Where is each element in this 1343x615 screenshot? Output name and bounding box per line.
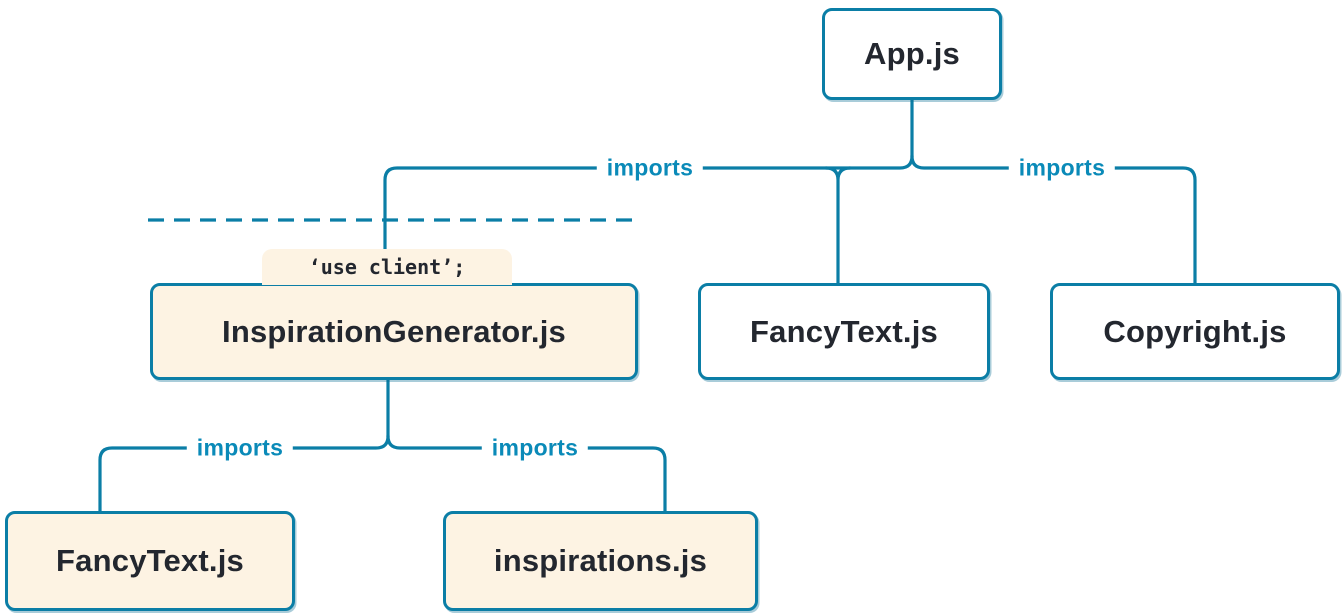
edge-app-to-fancytext (824, 166, 852, 285)
use-client-directive-text: ‘use client’; (308, 255, 466, 279)
edge-inspirationgenerator-to-inspirations (386, 434, 667, 514)
node-inspirations-js: inspirations.js (443, 511, 758, 611)
edge-app-to-copyright (910, 154, 1197, 285)
node-copyright-js: Copyright.js (1050, 283, 1340, 380)
node-inspirationgenerator-js-label: InspirationGenerator.js (222, 313, 566, 349)
imports-label-inspirationgenerator-inspirations: imports (481, 434, 589, 462)
node-app-js: App.js (822, 8, 1002, 100)
node-fancytext-js-bottom-label: FancyText.js (56, 543, 244, 578)
node-copyright-js-label: Copyright.js (1103, 313, 1287, 349)
node-inspirations-js-label: inspirations.js (493, 543, 708, 578)
use-client-directive-chip: ‘use client’; (262, 249, 512, 285)
node-app-js-label: App.js (864, 36, 960, 71)
imports-label-app-copyright: imports (1008, 154, 1116, 182)
edge-app-to-inspirationgenerator (383, 154, 914, 285)
imports-label-app-inspirationgenerator: imports (596, 154, 704, 182)
node-fancytext-js-top-label: FancyText.js (750, 313, 938, 349)
edge-inspirationgenerator-to-fancytext (98, 434, 390, 514)
node-fancytext-js-top: FancyText.js (698, 283, 990, 380)
node-fancytext-js-bottom: FancyText.js (5, 511, 295, 611)
node-inspirationgenerator-js: InspirationGenerator.js (150, 283, 638, 380)
imports-label-inspirationgenerator-fancytext: imports (186, 434, 294, 462)
